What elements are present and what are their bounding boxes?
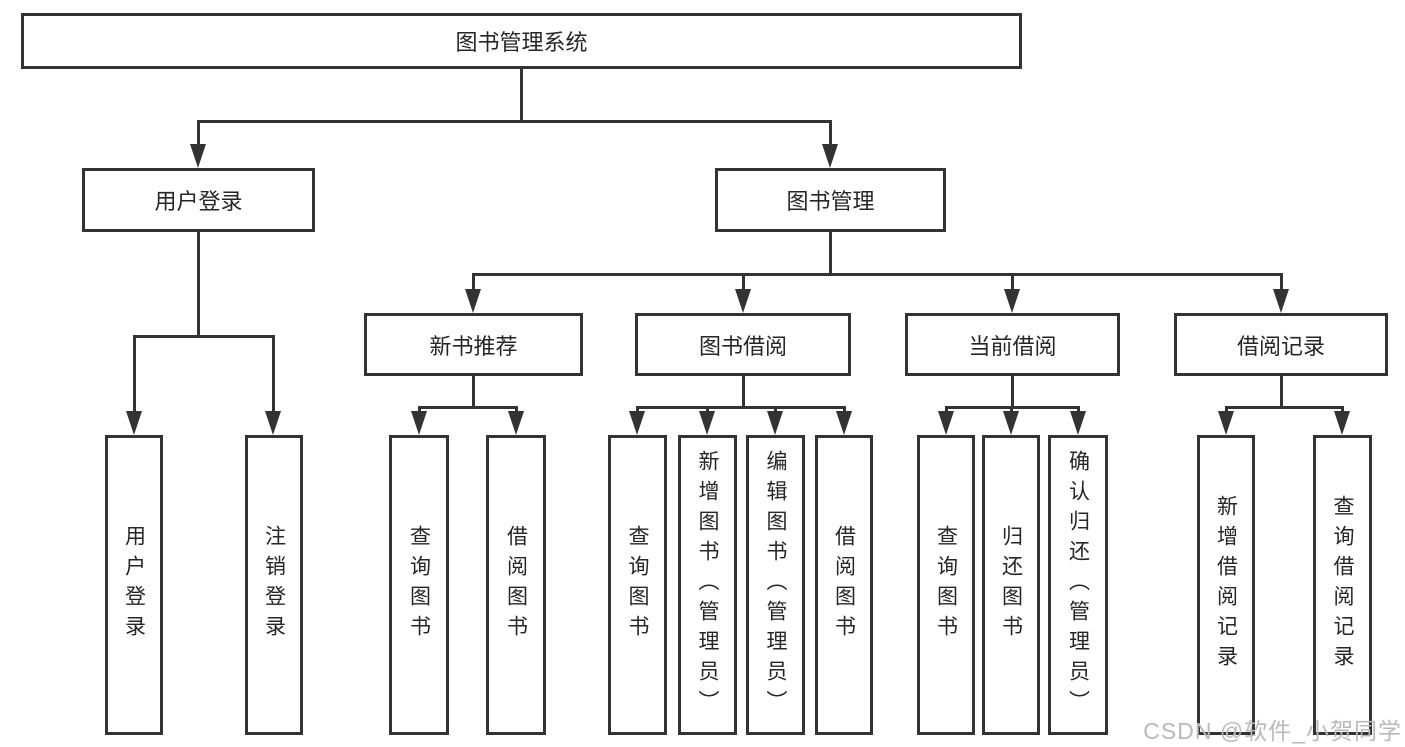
leaf-label: 新增借阅记录 (1214, 495, 1238, 675)
leaf-label: 查询图书 (407, 525, 431, 645)
arrow-down-icon (265, 411, 281, 435)
connector-line (472, 273, 475, 291)
connector-line (1280, 376, 1283, 409)
leaf-borrow-book-recommend: 借阅图书 (486, 435, 546, 735)
connector-line (197, 120, 200, 146)
connector-line (1010, 406, 1013, 414)
arrow-down-icon (629, 411, 645, 435)
arrow-down-icon (822, 144, 838, 168)
connector-line (829, 232, 832, 276)
arrow-down-icon (411, 411, 427, 435)
arrow-down-icon (465, 289, 481, 313)
connector-line (1280, 273, 1283, 291)
connector-line (515, 406, 518, 414)
leaf-query-book-current: 查询图书 (917, 435, 975, 735)
leaf-label: 借阅图书 (504, 525, 528, 645)
leaf-user-login: 用户登录 (105, 435, 163, 735)
arrow-down-icon (836, 411, 852, 435)
leaf-add-borrow-record: 新增借阅记录 (1197, 435, 1255, 735)
connector-line (742, 376, 745, 409)
connector-line (197, 120, 832, 123)
connector-line (1225, 406, 1344, 409)
leaf-label: 归还图书 (999, 525, 1023, 645)
leaf-label: 新增图书（管理员） (696, 450, 719, 720)
leaf-query-borrow-record: 查询借阅记录 (1313, 435, 1372, 735)
connector-line (843, 406, 846, 414)
connector-line (133, 335, 275, 338)
arrow-down-icon (1003, 411, 1019, 435)
node-current-borrow: 当前借阅 (905, 313, 1120, 376)
leaf-return-book: 归还图书 (982, 435, 1040, 735)
node-book-management: 图书管理 (715, 168, 946, 232)
connector-line (636, 406, 639, 414)
connector-line (133, 335, 136, 413)
arrow-down-icon (1070, 411, 1086, 435)
leaf-query-book-recommend: 查询图书 (389, 435, 449, 735)
arrow-down-icon (126, 411, 142, 435)
arrow-down-icon (1004, 289, 1020, 313)
connector-line (418, 406, 518, 409)
connector-line (197, 232, 200, 338)
arrow-down-icon (190, 144, 206, 168)
csdn-watermark: CSDN @软件_小贺同学 (1143, 718, 1402, 744)
node-book-borrow: 图书借阅 (635, 313, 851, 376)
connector-line (774, 406, 777, 414)
leaf-confirm-return-admin: 确认归还（管理员） (1048, 435, 1108, 735)
leaf-label: 查询图书 (934, 525, 958, 645)
arrow-down-icon (735, 289, 751, 313)
leaf-logout: 注销登录 (245, 435, 303, 735)
node-new-book-recommend: 新书推荐 (364, 313, 583, 376)
node-user-login: 用户登录 (82, 168, 315, 232)
leaf-label: 查询图书 (626, 525, 649, 645)
node-borrow-records: 借阅记录 (1174, 313, 1388, 376)
connector-line (418, 406, 421, 414)
leaf-label: 用户登录 (122, 525, 146, 645)
connector-line (742, 273, 745, 291)
connector-line (636, 406, 845, 409)
arrow-down-icon (699, 411, 715, 435)
connector-line (1077, 406, 1080, 414)
arrow-down-icon (938, 411, 954, 435)
leaf-borrow-book: 借阅图书 (815, 435, 873, 735)
connector-line (829, 120, 832, 146)
leaf-query-book-borrow: 查询图书 (608, 435, 667, 735)
connector-line (520, 69, 523, 123)
leaf-label: 编辑图书（管理员） (764, 450, 787, 720)
leaf-edit-book-admin: 编辑图书（管理员） (746, 435, 805, 735)
leaf-label: 借阅图书 (832, 525, 856, 645)
leaf-add-book-admin: 新增图书（管理员） (678, 435, 737, 735)
connector-line (945, 406, 948, 414)
connector-line (1225, 406, 1228, 414)
connector-line (472, 376, 475, 409)
leaf-label: 注销登录 (262, 525, 286, 645)
node-root-system: 图书管理系统 (21, 13, 1022, 69)
leaf-label: 确认归还（管理员） (1066, 450, 1090, 720)
connector-line (1011, 376, 1014, 409)
connector-line (1011, 273, 1014, 291)
leaf-label: 查询借阅记录 (1331, 495, 1354, 675)
connector-line (706, 406, 709, 414)
connector-line (272, 335, 275, 413)
arrow-down-icon (767, 411, 783, 435)
connector-line (472, 273, 1282, 276)
arrow-down-icon (508, 411, 524, 435)
connector-line (1341, 406, 1344, 414)
arrow-down-icon (1273, 289, 1289, 313)
arrow-down-icon (1218, 411, 1234, 435)
arrow-down-icon (1334, 411, 1350, 435)
